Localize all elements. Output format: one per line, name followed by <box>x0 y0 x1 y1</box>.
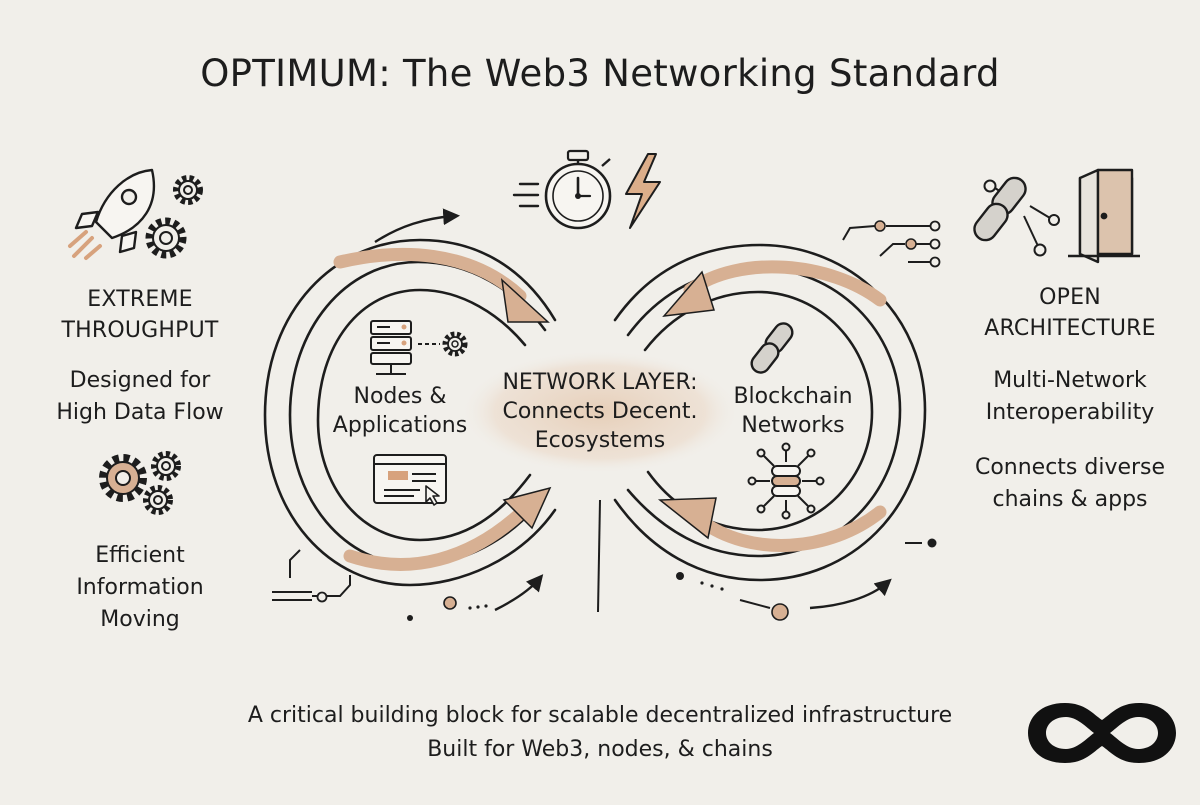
database-icon <box>747 442 825 520</box>
left-loop-label: Nodes & Applications <box>332 384 468 438</box>
left-panel-bottom-text: Efficient Information Moving <box>76 543 204 632</box>
bottom-left-circuit-trace <box>272 549 351 601</box>
right-panel-subtext: Multi-Network Interoperability <box>985 368 1155 425</box>
network-layer-highlight <box>460 350 740 474</box>
left-panel-subtext: Designed for High Data Flow <box>56 368 224 425</box>
right-panel-heading: OPEN ARCHITECTURE <box>984 285 1156 341</box>
page-title: OPTIMUM: The Web3 Networking Standard <box>200 52 1000 95</box>
top-right-circuit-trace <box>842 225 930 263</box>
bottom-right-node-dot <box>771 603 789 621</box>
bottom-left-circuit-node <box>316 591 328 603</box>
rocket-icon <box>68 168 155 260</box>
bottom-right-flow-arrow <box>809 578 892 610</box>
lightning-icon <box>625 153 661 229</box>
stopwatch-icon <box>544 149 612 230</box>
server-rack-status-dots <box>401 324 407 346</box>
left-loop-bottom-arrowhead <box>502 486 552 530</box>
bottom-right-dotted-trail <box>676 572 724 591</box>
footer-line-2: Built for Web3, nodes, & chains <box>427 737 773 762</box>
gear-icon <box>173 175 203 205</box>
server-rack-icon <box>370 320 412 375</box>
left-loop-bottom-flow-arrow <box>343 505 529 571</box>
footer-line-1: A critical building block for scalable d… <box>247 703 953 728</box>
gear-icon <box>151 451 181 481</box>
bottom-left-dotted-trail <box>407 604 488 621</box>
chain-link-icon <box>750 322 794 374</box>
right-loop-bottom-arrowhead <box>657 497 717 540</box>
bottom-left-node-dot <box>443 596 457 610</box>
left-loop-top-arrowhead <box>500 278 550 323</box>
gear-icon <box>99 454 147 502</box>
bottom-right-dash <box>739 599 771 609</box>
optimum-logo-icon <box>1028 703 1176 763</box>
top-flow-arrow <box>374 208 461 244</box>
gear-icon <box>143 485 173 515</box>
cursor-icon <box>425 485 440 506</box>
right-loop-top-flow-arrow <box>683 260 887 307</box>
speed-lines <box>512 182 540 208</box>
network-layer-label: NETWORK LAYER: Connects Decent. Ecosyste… <box>502 370 698 453</box>
bottom-left-flow-arrow <box>494 574 544 612</box>
gear-icon <box>145 217 187 259</box>
gear-icon <box>442 331 468 357</box>
right-panel-bottom-text: Connects diverse chains & apps <box>974 455 1166 512</box>
right-loop-top-arrowhead <box>662 270 715 317</box>
right-loop-label: Blockchain Networks <box>733 384 853 438</box>
top-right-circuit-nodes <box>874 220 941 268</box>
open-door-icon <box>1068 168 1140 264</box>
left-panel-heading: EXTREME THROUGHPUT <box>61 287 219 343</box>
bottom-right-circuit-node <box>927 538 937 548</box>
left-loop-top-flow-arrow <box>333 247 527 303</box>
chain-link-icon <box>973 176 1027 242</box>
core-stem-line <box>597 499 601 613</box>
right-loop-bottom-flow-arrow <box>693 505 887 552</box>
